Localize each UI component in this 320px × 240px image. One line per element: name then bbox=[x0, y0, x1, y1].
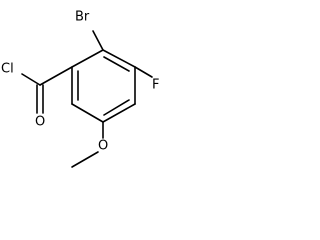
ring-bond-c1-c2 bbox=[102, 49, 136, 68]
bond-ring-fluorine bbox=[134, 66, 153, 78]
atom-label-chlorine: Cl bbox=[1, 62, 14, 77]
ring-double-bond-c3-c4 bbox=[103, 99, 130, 116]
chemical-structure: Cl O Br F O bbox=[1, 10, 159, 168]
bond-methoxy-methyl bbox=[71, 151, 99, 168]
benzene-ring bbox=[71, 49, 136, 123]
ring-double-bond-c1-c2 bbox=[103, 56, 130, 72]
ring-bond-c6-c1 bbox=[71, 49, 104, 68]
ring-bond-c3-c4 bbox=[102, 103, 136, 123]
atom-label-fluorine: F bbox=[152, 78, 159, 93]
bond-ring-carbonyl bbox=[39, 66, 73, 86]
atom-label-methoxy-oxygen: O bbox=[98, 139, 108, 154]
bond-ring-bromine bbox=[92, 30, 104, 51]
bond-carbonyl-chlorine bbox=[21, 73, 41, 86]
atom-label-bromine: Br bbox=[75, 10, 90, 25]
ring-bond-c4-c5 bbox=[71, 103, 104, 123]
atom-label-carbonyl-oxygen: O bbox=[35, 115, 45, 130]
acyl-chloride-group bbox=[21, 66, 73, 114]
